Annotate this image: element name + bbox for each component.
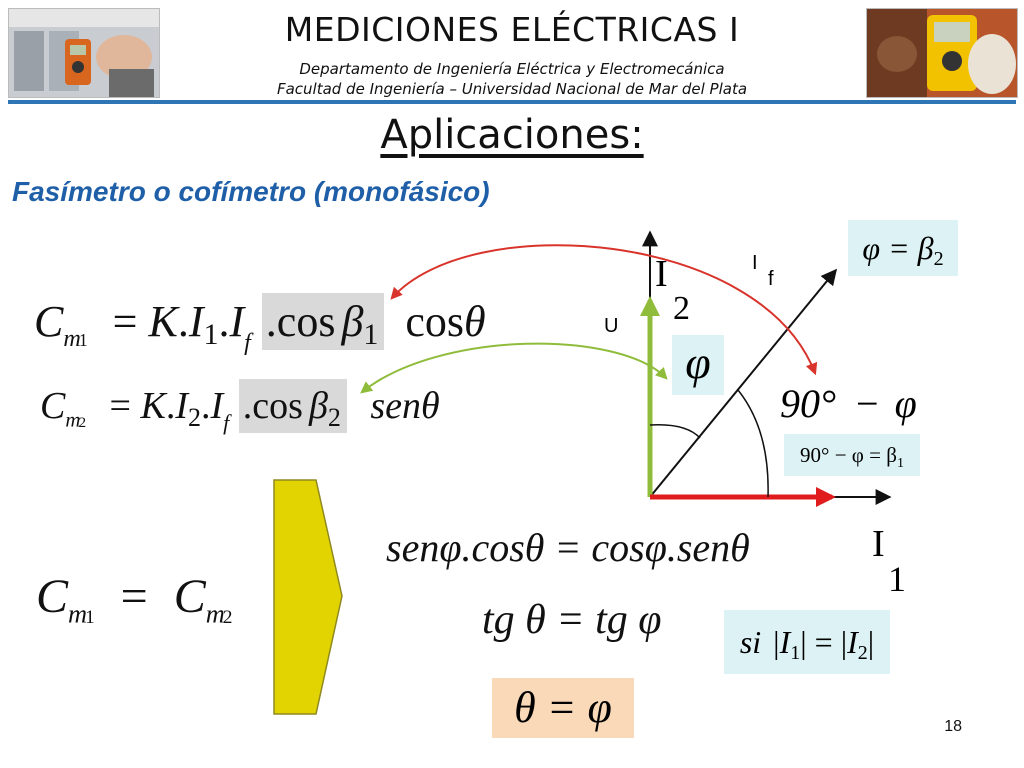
- label-if-index: f: [768, 268, 774, 290]
- condition-eq: =: [814, 624, 833, 660]
- cm1-eq: =: [112, 297, 138, 346]
- cm1-i: I: [188, 297, 204, 346]
- header-title: MEDICIONES ELÉCTRICAS I: [284, 10, 740, 49]
- cm2-k: K: [140, 385, 166, 427]
- header-subtitle-department: Departamento de Ingeniería Eléctrica y E…: [299, 60, 725, 78]
- connector-red-arc: [390, 244, 818, 376]
- cm1-m-idx: 1: [78, 329, 88, 350]
- box-90-minus-phi-equals-beta1: 90° − φ = β1: [784, 434, 920, 476]
- cm2-if: I: [210, 385, 224, 427]
- multimeter-photo-left-icon: [9, 9, 159, 97]
- result-box: θ = φ: [492, 678, 634, 738]
- box-beta1-text: 90° − φ = β: [800, 443, 897, 467]
- condition-box: si |I1| = |I2|: [724, 610, 890, 674]
- cm2-i-idx: 2: [188, 403, 201, 432]
- yellow-implication-arrow: [273, 479, 343, 715]
- cm1-m: m: [63, 324, 81, 352]
- cm2-beta-idx: 2: [327, 403, 341, 432]
- cm1-beta-idx: 1: [363, 318, 379, 351]
- slide-subtitle: Fasímetro o cofímetro (monofásico): [12, 176, 490, 207]
- balance-eq: =: [120, 570, 148, 623]
- header-divider: [8, 100, 1016, 104]
- slide-title: Aplicaciones:: [380, 112, 644, 158]
- label-i1: I: [872, 523, 885, 565]
- balance-idx2: 2: [222, 606, 233, 628]
- cm2-c: C: [40, 385, 66, 427]
- cm1-cos: .cos: [265, 297, 336, 346]
- phi-angle-box: φ: [672, 335, 724, 395]
- label-i1-index: 1: [888, 559, 906, 599]
- cm2-m: m: [65, 407, 81, 432]
- label-i2-index: 2: [673, 290, 690, 327]
- box-phi-beta2-text: φ = β: [862, 230, 934, 266]
- header-photo-right: [866, 8, 1018, 98]
- condition-i1: I: [779, 624, 791, 660]
- label-u: U: [604, 315, 619, 337]
- label-i2: I: [655, 252, 668, 296]
- cm2-i: I: [175, 385, 188, 427]
- page-number: 18: [944, 718, 962, 735]
- balance-c2: C: [173, 570, 206, 623]
- cm1-c: C: [34, 297, 64, 346]
- condition-i2: I: [847, 624, 858, 660]
- label-minus: −: [856, 381, 879, 426]
- angle-arc-phi: [649, 424, 701, 439]
- cm1-dot2: .: [218, 297, 230, 346]
- cm2-m-idx: 2: [78, 413, 87, 431]
- connector-green-arc: [360, 342, 668, 394]
- balance-m1: m: [68, 598, 88, 629]
- cm2-theta: θ: [421, 385, 440, 427]
- cm1-if: I: [229, 297, 245, 346]
- label-i2-letter: I: [655, 253, 668, 295]
- balance-idx1: 1: [85, 606, 95, 628]
- condition-si: si: [739, 624, 762, 660]
- cm1-dot1: .: [177, 297, 189, 346]
- equation-balance: Cm1 = Cm2: [36, 562, 232, 653]
- cm1-f: f: [244, 330, 251, 356]
- cm2-beta: β: [308, 385, 328, 427]
- header-photo-left: [8, 8, 160, 98]
- balance-m2: m: [205, 598, 225, 629]
- cm2-f: f: [223, 410, 230, 435]
- label-if: I: [752, 252, 758, 275]
- box-phi-beta2-idx: 2: [933, 248, 944, 270]
- header-subtitle-faculty: Facultad de Ingeniería – Universidad Nac…: [276, 80, 748, 98]
- cm1-i-idx: 1: [203, 318, 219, 351]
- equation-trig-identity: senφ.cosθ = cosφ.senθ: [386, 525, 750, 570]
- label-90: 90°: [780, 381, 836, 426]
- cm2-cos: .cos: [242, 385, 303, 427]
- angle-arc-90-minus-phi: [737, 389, 769, 498]
- cm2-eq: =: [109, 385, 131, 427]
- label-phi: φ: [894, 381, 917, 426]
- equation-tangent: tg θ = tg φ: [482, 597, 662, 643]
- box-beta1-idx: 1: [896, 456, 904, 471]
- cm2-dot2: .: [201, 385, 211, 427]
- condition-i2-idx: 2: [857, 642, 868, 664]
- cm1-k: K: [148, 297, 178, 346]
- multimeter-photo-right-icon: [867, 9, 1017, 97]
- cm1-beta: β: [341, 297, 364, 346]
- box-phi-equals-beta2: φ = β2: [848, 220, 958, 276]
- label-90-minus-phi: 90° − φ: [780, 380, 917, 427]
- cm2-dot1: .: [165, 385, 176, 427]
- balance-c1: C: [36, 570, 69, 623]
- label-if-letter: I: [752, 252, 758, 274]
- condition-i1-idx: 1: [790, 642, 801, 664]
